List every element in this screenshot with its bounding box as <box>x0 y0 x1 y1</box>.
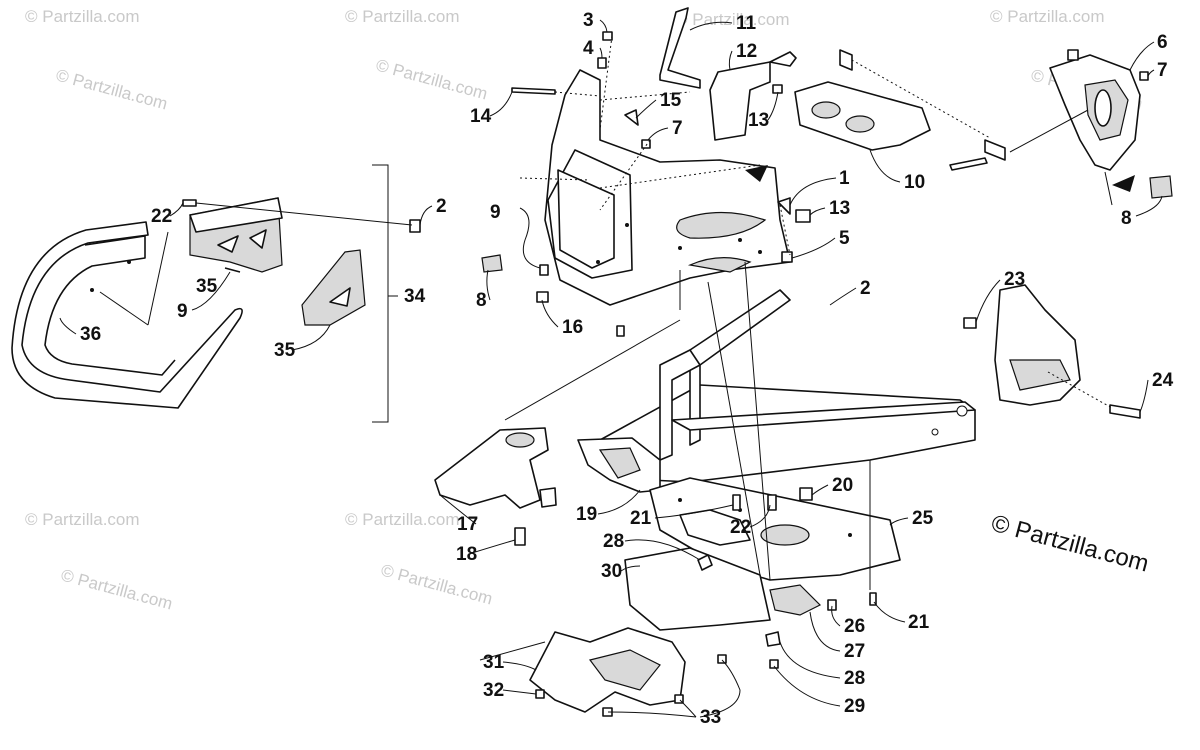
callout-label: 6 <box>1157 32 1168 53</box>
callout-label: 12 <box>736 41 757 62</box>
lower-components <box>434 319 686 717</box>
callouts: 1 2 2 3 4 5 6 7 7 8 8 9 9 10 11 12 13 13… <box>80 10 1174 728</box>
bumper-assembly <box>11 164 421 423</box>
callout-label: 28 <box>844 668 865 689</box>
callout-label: 36 <box>80 324 101 345</box>
callout-label: 9 <box>490 202 501 223</box>
callout-label: 9 <box>177 301 188 322</box>
bumper <box>11 221 243 409</box>
copyright-notice: © Partzilla.com <box>988 510 1151 578</box>
callout-label: 16 <box>562 317 583 338</box>
bracket-12 <box>709 61 771 141</box>
callout-label: 7 <box>672 118 683 139</box>
callout-leaders <box>59 19 1163 718</box>
watermark: © Partzilla.com <box>345 510 460 529</box>
callout-label: 21 <box>630 508 652 529</box>
callout-label: 19 <box>576 504 597 525</box>
front-frame <box>577 261 1141 669</box>
callout-label: 25 <box>912 508 934 529</box>
watermark: © Partzilla.com <box>59 566 175 614</box>
watermark: © Partzilla.com <box>374 56 490 104</box>
callout-label: 23 <box>1004 269 1025 290</box>
callout-label: 30 <box>601 561 622 582</box>
watermark: © Partzilla.com <box>379 561 495 609</box>
callout-label: 29 <box>844 696 865 717</box>
callout-label: 15 <box>660 90 682 111</box>
callout-label: 34 <box>404 286 426 307</box>
callout-label: 18 <box>456 544 477 565</box>
callout-label: 1 <box>839 168 850 189</box>
watermark: © Partzilla.com <box>990 7 1105 26</box>
callout-label: 22 <box>730 517 751 538</box>
callout-label: 32 <box>483 680 504 701</box>
bracket-17 <box>434 427 549 509</box>
callout-label: 21 <box>908 612 930 633</box>
callout-label: 31 <box>483 652 505 673</box>
callout-label: 26 <box>844 616 865 637</box>
watermark: © Partzilla.com <box>675 10 790 29</box>
callout-label: 22 <box>151 206 172 227</box>
watermark: © Partzilla.com <box>25 7 140 26</box>
callout-label: 3 <box>583 10 594 31</box>
watermark: © Partzilla.com <box>54 66 170 114</box>
callout-label: 10 <box>904 172 925 193</box>
callout-label: 8 <box>476 290 487 311</box>
callout-label: 24 <box>1152 370 1174 391</box>
callout-label: 5 <box>839 228 850 249</box>
callout-label: 14 <box>470 106 492 127</box>
callout-label: 27 <box>844 641 865 662</box>
callout-label: 28 <box>603 531 624 552</box>
mirror <box>659 7 701 89</box>
callout-label: 2 <box>436 196 447 217</box>
callout-label: 13 <box>748 110 769 131</box>
callout-label: 11 <box>736 13 757 34</box>
callout-label: 20 <box>832 475 853 496</box>
watermark: © Partzilla.com <box>345 7 460 26</box>
callout-label: 2 <box>860 278 871 299</box>
watermark: © Partzilla.com <box>25 510 140 529</box>
steering-bracket <box>839 49 1173 206</box>
callout-label: 35 <box>196 276 218 297</box>
callout-label: 35 <box>274 340 296 361</box>
callout-label: 33 <box>700 707 721 728</box>
callout-label: 13 <box>829 198 850 219</box>
front-housing <box>481 7 931 337</box>
callout-label: 8 <box>1121 208 1132 229</box>
plate-30 <box>624 547 771 631</box>
bumper-bracket-lower <box>301 249 366 326</box>
callout-label: 4 <box>583 38 594 59</box>
callout-label: 17 <box>457 514 478 535</box>
callout-label: 7 <box>1157 60 1168 81</box>
